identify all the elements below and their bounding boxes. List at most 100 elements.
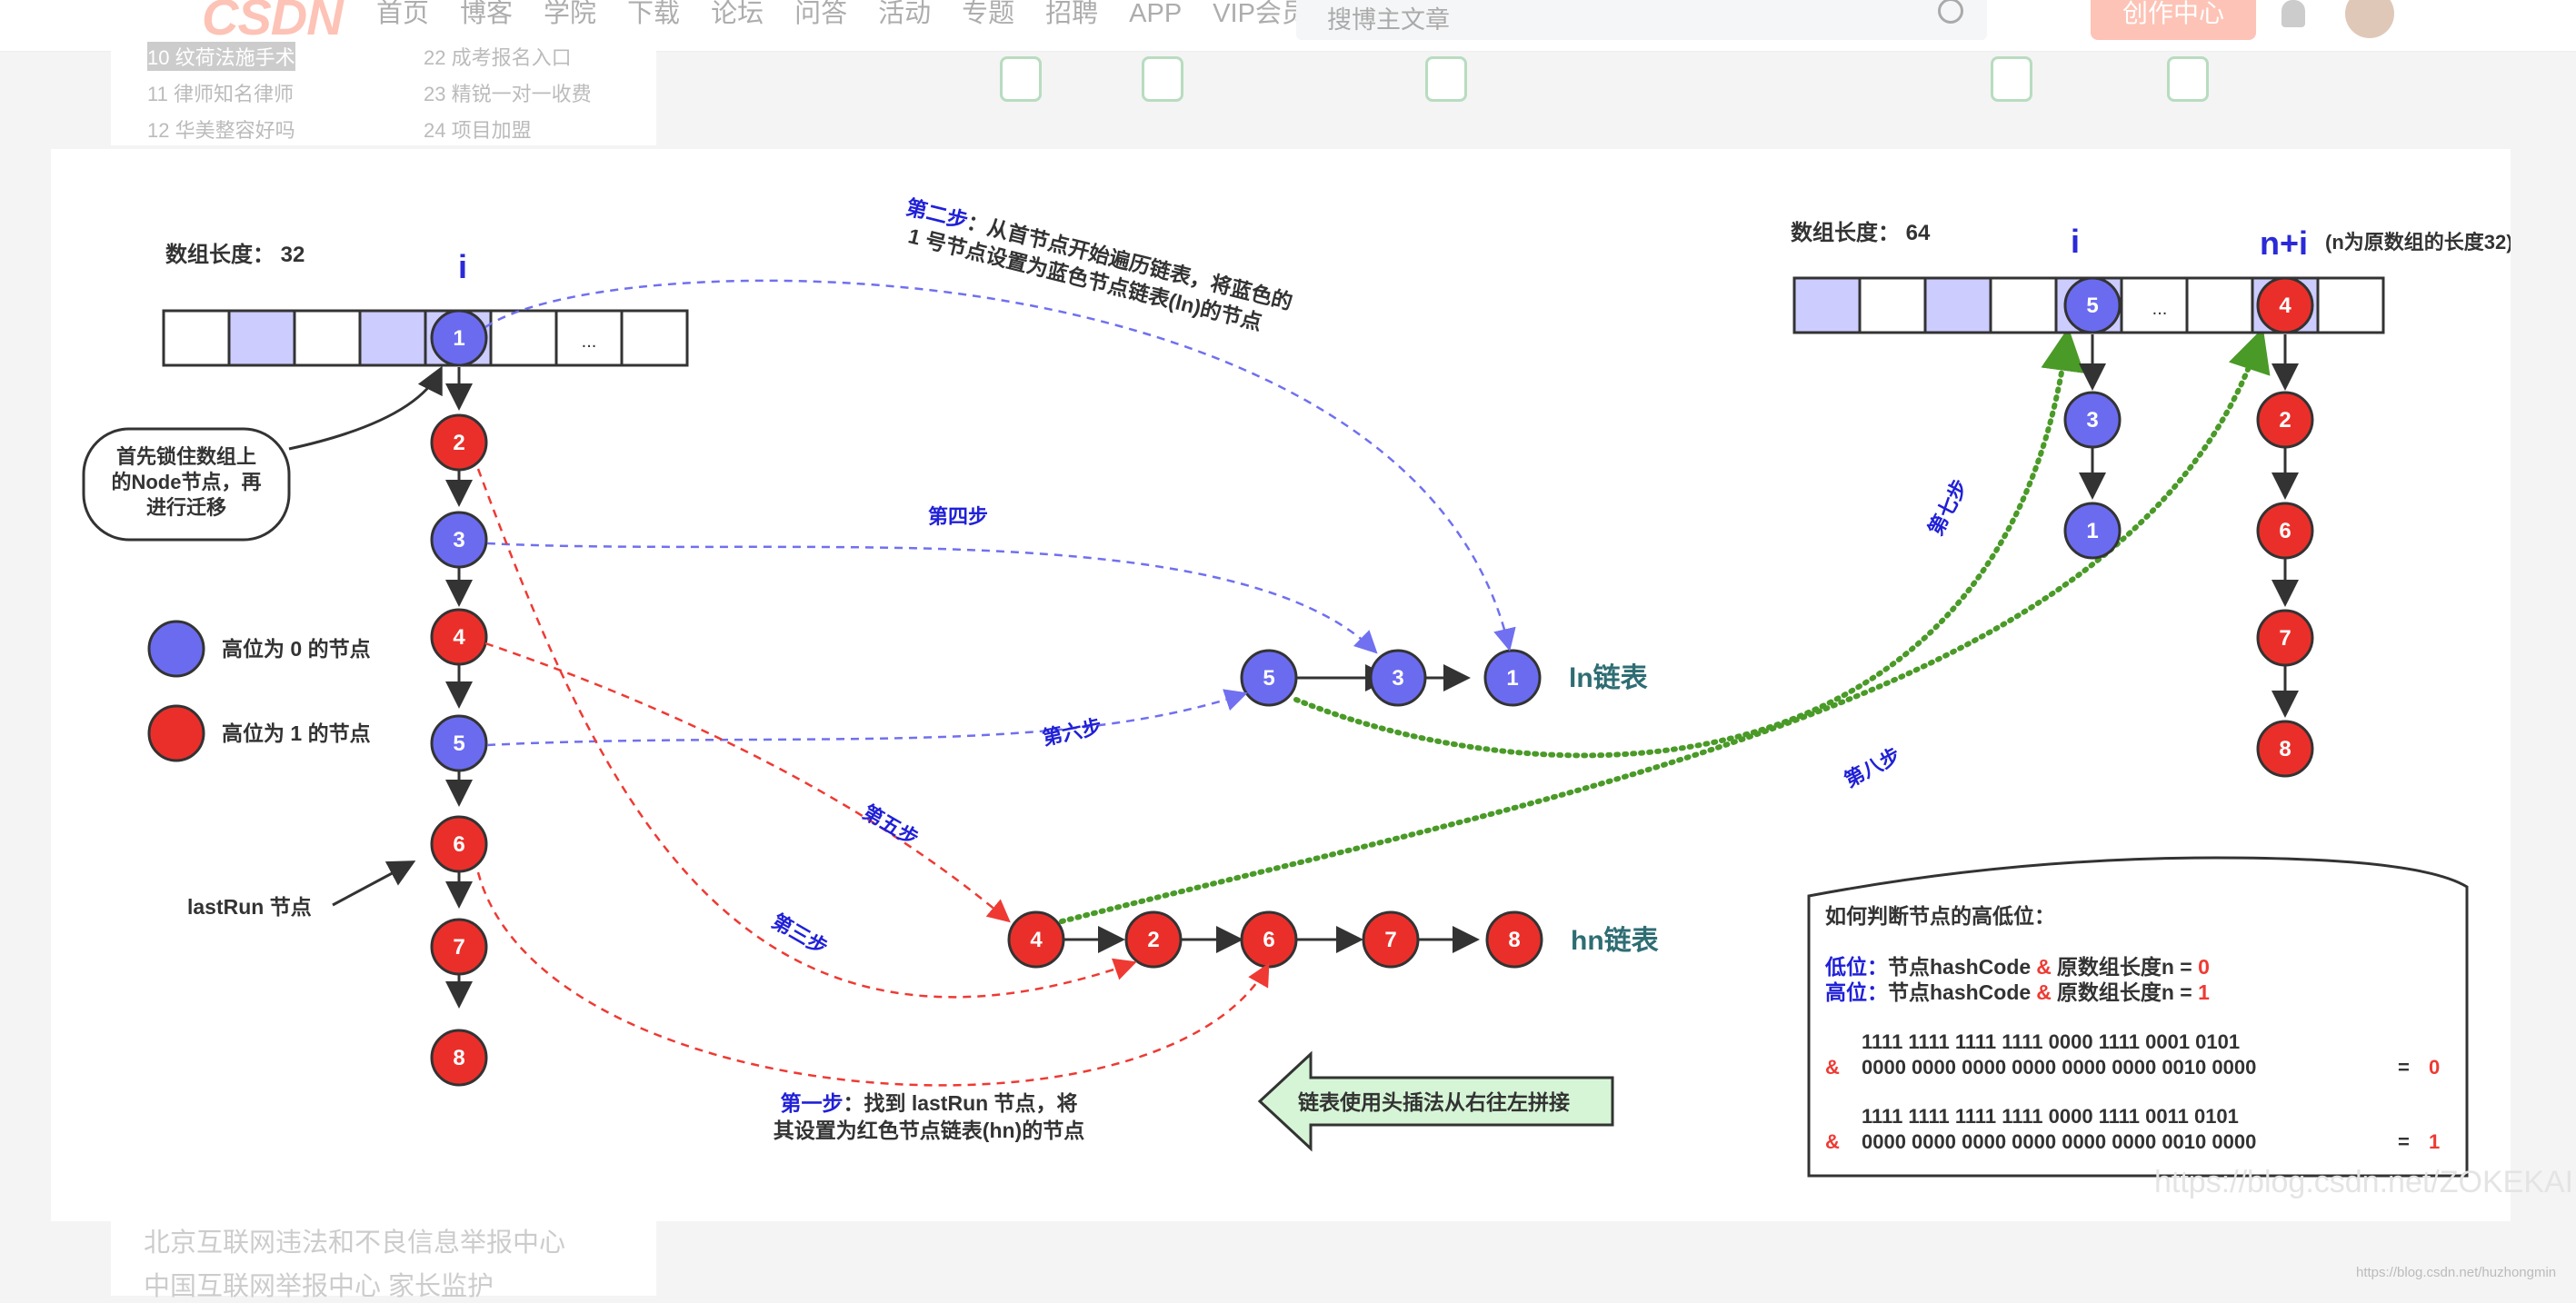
svg-text:8: 8 — [1508, 928, 1520, 952]
concurrenthashmap-transfer-diagram: 数组长度： 32 i ... 1 2 3 4 5 6 7 8 首先锁住数组上 的… — [82, 195, 2513, 1178]
hot-item[interactable]: 24 项目加盟 — [424, 119, 532, 142]
avatar[interactable] — [2345, 0, 2394, 38]
search-placeholder: 搜博主文章 — [1327, 6, 1450, 34]
bell-icon[interactable] — [2281, 0, 2305, 27]
nav-item-forum[interactable]: 论坛 — [711, 0, 764, 28]
chain-node-2: 2 — [430, 413, 488, 472]
step4-label: 第四步 — [928, 505, 988, 528]
svg-text:1: 1 — [2086, 519, 2098, 543]
legend-red: 高位为 1 的节点 — [147, 704, 371, 762]
ln-node-1: 1 — [1483, 649, 1542, 707]
example2-line2: 0000 0000 0000 0000 0000 0000 0010 0000 — [1862, 1130, 2256, 1153]
right-index-ni-label: n+i — [2260, 224, 2308, 262]
svg-text:4: 4 — [1030, 928, 1043, 952]
watermark-small: https://blog.csdn.net/huzhongmin — [2356, 1265, 2557, 1280]
hn-node-6: 6 — [1240, 910, 1298, 969]
nav-item-blog[interactable]: 博客 — [460, 0, 514, 28]
svg-text:高位为 0 的节点: 高位为 0 的节点 — [222, 637, 371, 661]
toolbar-icon[interactable] — [1142, 56, 1183, 102]
example2-eq: = — [2398, 1130, 2410, 1153]
toolbar-icon[interactable] — [1991, 56, 2032, 102]
nav-item-events[interactable]: 活动 — [878, 0, 932, 28]
right-array-ellipsis: ... — [2152, 299, 2168, 319]
svg-text:5: 5 — [2086, 293, 2098, 318]
step3-label: 第三步 — [768, 910, 832, 960]
search-icon[interactable] — [1938, 0, 1963, 24]
svg-text:2: 2 — [2279, 408, 2291, 433]
toolbar-icon[interactable] — [1000, 56, 1042, 102]
svg-text:7: 7 — [1384, 928, 1396, 952]
chain-node-1: 1 — [430, 309, 488, 367]
nav-item-qa[interactable]: 问答 — [794, 0, 848, 28]
left-array — [162, 309, 689, 367]
example2-result: 1 — [2429, 1130, 2440, 1153]
chain-node-7: 7 — [430, 918, 488, 976]
nav-item-jobs[interactable]: 招聘 — [1045, 0, 1099, 28]
footer-link[interactable]: 中国互联网举报中心 家长监护 — [144, 1272, 494, 1301]
nav-item-app[interactable]: APP — [1129, 0, 1183, 28]
create-center-button[interactable]: 创作中心 — [2091, 0, 2256, 40]
footer-link[interactable]: 北京互联网违法和不良信息举报中心 — [144, 1228, 566, 1258]
example1-amp: & — [1825, 1056, 1840, 1079]
hot-item[interactable]: 22 成考报名入口 — [424, 46, 572, 69]
nav-item-download[interactable]: 下载 — [627, 0, 681, 28]
svg-text:5: 5 — [453, 731, 464, 756]
hn-node-7: 7 — [1362, 910, 1420, 969]
step5-label: 第五步 — [859, 801, 923, 850]
hot-item[interactable]: 23 精锐一对一收费 — [424, 83, 592, 105]
hot-item[interactable]: 10 纹荷法施手术 — [147, 42, 295, 71]
nav-item-home[interactable]: 首页 — [376, 0, 430, 28]
step8-curve — [1059, 327, 2271, 924]
step7-curve — [1293, 327, 2085, 759]
nav-item-academy[interactable]: 学院 — [544, 0, 597, 28]
svg-text:链表使用头插法从右往左拼接: 链表使用头插法从右往左拼接 — [1298, 1090, 1570, 1114]
svg-text:6: 6 — [1263, 928, 1274, 952]
svg-text:8: 8 — [2279, 737, 2291, 761]
footer-links: 北京互联网违法和不良信息举报中心 中国互联网举报中心 家长监护 — [111, 1214, 656, 1301]
hot-item[interactable]: 12 华美整容好吗 — [147, 119, 295, 142]
right-array-length-label: 数组长度： 64 — [1791, 220, 1931, 245]
step1-label: 第一步：找到 lastRun 节点，将 其设置为红色节点链表(hn)的节点 — [774, 1091, 1084, 1142]
diagram-card: 数组长度： 32 i ... 1 2 3 4 5 6 7 8 首先锁住数组上 的… — [51, 149, 2513, 1221]
lastrun-label: lastRun 节点 — [187, 895, 312, 919]
step6-label: 第六步 — [1041, 715, 1104, 750]
chain-node-3: 3 — [430, 511, 488, 569]
legend-blue: 高位为 0 的节点 — [147, 620, 371, 678]
step6-curve — [486, 689, 1248, 747]
svg-text:第一步：找到 lastRun 节点，将: 第一步：找到 lastRun 节点，将 — [780, 1091, 1077, 1115]
search-input[interactable]: 搜博主文章 — [1296, 0, 1987, 40]
example1-eq: = — [2398, 1056, 2410, 1079]
toolbar-icon[interactable] — [1425, 56, 1467, 102]
toolbar-icon[interactable] — [2167, 56, 2209, 102]
svg-text:4: 4 — [2279, 293, 2291, 318]
high-rule: 高位：节点hashCode&原数组长度n = 1 — [1825, 980, 2210, 1004]
lastrun-pointer — [332, 860, 416, 907]
svg-text:6: 6 — [2279, 519, 2291, 543]
svg-text:2: 2 — [1147, 928, 1159, 952]
box-title: 如何判断节点的高低位： — [1825, 904, 2055, 928]
example1-line1: 1111 1111 1111 1111 0000 1111 0001 0101 — [1862, 1030, 2240, 1053]
step3-curve — [476, 468, 1137, 999]
lock-note-bubble: 首先锁住数组上 的Node节点，再 进行迁移 — [82, 427, 291, 542]
svg-text:高位为 1 的节点: 高位为 1 的节点 — [222, 721, 371, 745]
svg-text:3: 3 — [2086, 408, 2098, 433]
right-ni-node-7: 7 — [2256, 609, 2314, 667]
right-i-node-1: 1 — [2063, 502, 2122, 560]
example1-line2: 0000 0000 0000 0000 0000 0000 0010 0000 — [1862, 1056, 2256, 1079]
svg-text:2: 2 — [453, 431, 464, 455]
nav-item-topics[interactable]: 专题 — [962, 0, 1015, 28]
right-chain-links — [2079, 334, 2299, 718]
svg-text:7: 7 — [453, 935, 464, 960]
example2-line1: 1111 1111 1111 1111 0000 1111 0011 0101 — [1862, 1105, 2239, 1128]
high-low-bit-box: 如何判断节点的高低位： 低位：节点hashCode&原数组长度n = 0 高位：… — [1807, 856, 2469, 1178]
svg-text:首先锁住数组上: 首先锁住数组上 — [116, 445, 256, 468]
nav-item-vip[interactable]: VIP会员 — [1213, 0, 1308, 28]
chain-node-6: 6 — [430, 815, 488, 873]
hn-node-4: 4 — [1007, 910, 1065, 969]
svg-text:8: 8 — [453, 1046, 464, 1070]
svg-text:4: 4 — [453, 625, 465, 650]
step8-label: 第八步 — [1841, 743, 1904, 791]
right-ni-node-6: 6 — [2256, 502, 2314, 560]
hot-item[interactable]: 11 律师知名律师 — [147, 83, 294, 105]
svg-text:3: 3 — [453, 528, 464, 552]
